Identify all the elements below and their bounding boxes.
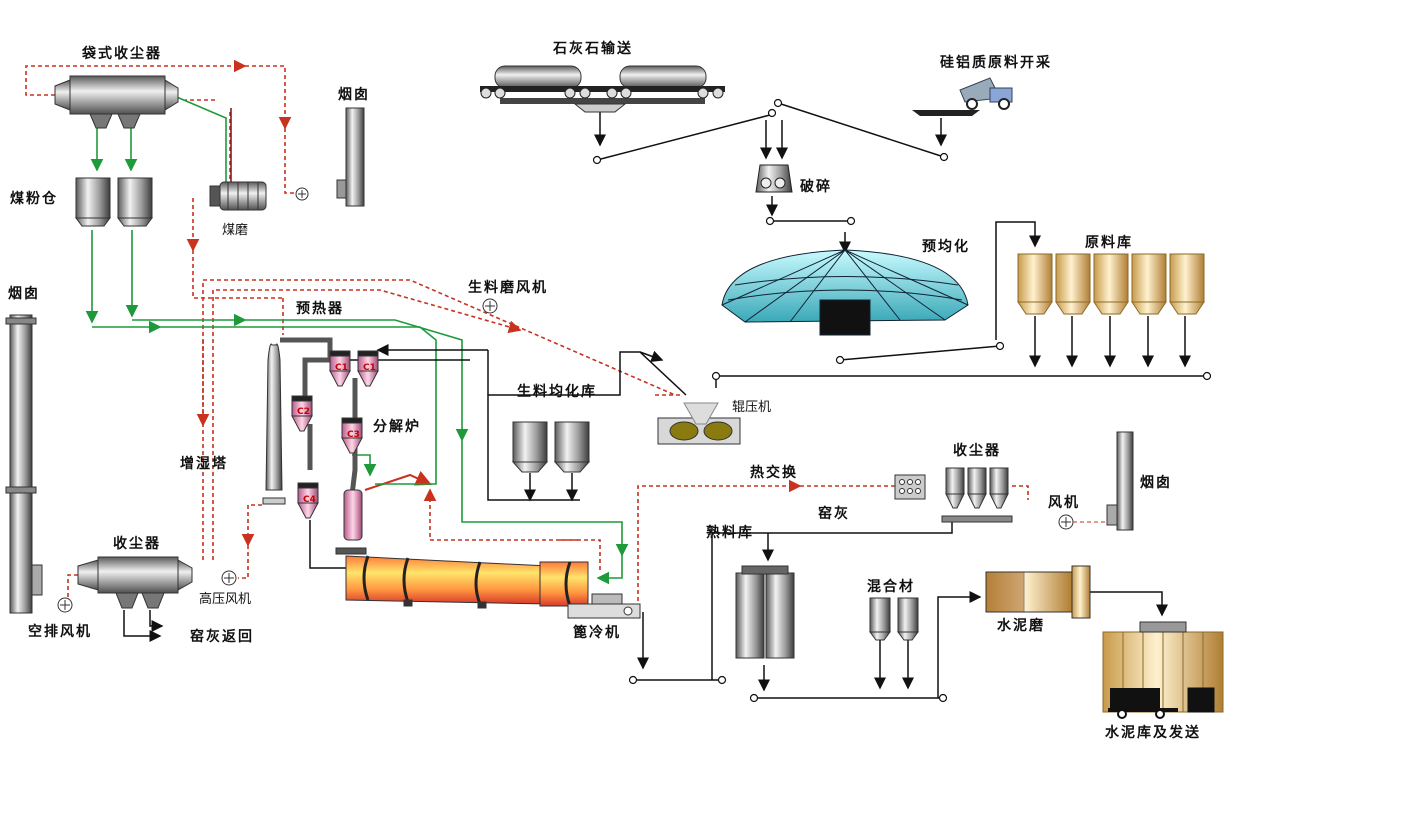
humidifier-tower bbox=[262, 343, 286, 505]
label-raw-mill-fan: 生料磨风机 bbox=[468, 280, 548, 296]
fan-icon-exhaust bbox=[57, 597, 73, 613]
gas-flow-lines bbox=[25, 59, 1029, 608]
label-cooler: 篦冷机 bbox=[573, 625, 621, 641]
roller-press bbox=[657, 402, 741, 445]
cyclone-tag-c3: C3 bbox=[347, 430, 360, 440]
label-high-pressure-fan: 高压风机 bbox=[199, 592, 252, 607]
crusher bbox=[755, 164, 793, 193]
label-heat-exchange: 热交换 bbox=[750, 465, 798, 481]
fan-icon-coal bbox=[295, 187, 309, 201]
cement-truck-icon bbox=[1108, 688, 1178, 719]
dump-truck-icon bbox=[912, 77, 1013, 116]
raw-material-silos bbox=[1017, 253, 1205, 315]
label-kiln-ash: 窑灰 bbox=[818, 506, 850, 522]
chimney-2 bbox=[5, 314, 43, 614]
label-chimney-2: 烟囱 bbox=[8, 286, 40, 302]
conveyor-rollers bbox=[592, 98, 1212, 703]
label-clinker-store: 熟料库 bbox=[706, 525, 754, 541]
label-crushing: 破碎 bbox=[800, 179, 832, 195]
label-calciner: 分解炉 bbox=[373, 419, 421, 435]
fan-icon-high-pressure bbox=[221, 570, 237, 586]
label-silica-alumina-mining: 硅铝质原料开采 bbox=[940, 55, 1052, 71]
label-admixture: 混合材 bbox=[867, 579, 915, 595]
label-coal-mill: 煤磨 bbox=[222, 223, 249, 238]
cyclone-tag-c4: C4 bbox=[303, 495, 316, 505]
cyclone-tag-c2: C2 bbox=[297, 407, 310, 417]
label-preheater: 预热器 bbox=[296, 301, 344, 317]
cyclone-tag-c1a: C1 bbox=[335, 363, 348, 373]
fan-icon-raw-mill bbox=[482, 298, 498, 314]
material-flow-lines bbox=[123, 102, 1207, 699]
fan-icon-right bbox=[1058, 514, 1074, 530]
label-dust-collector-1: 收尘器 bbox=[113, 536, 161, 552]
rotary-kiln bbox=[345, 555, 589, 609]
label-chimney-1: 烟囱 bbox=[338, 87, 370, 103]
label-exhaust-fan: 空排风机 bbox=[28, 624, 92, 640]
label-pre-homogenization: 预均化 bbox=[922, 239, 970, 255]
pre-homogenization-dome bbox=[721, 249, 969, 336]
calciner bbox=[335, 489, 367, 555]
label-raw-material-store: 原料库 bbox=[1085, 235, 1133, 251]
clinker-silo bbox=[735, 565, 795, 659]
chimney-1 bbox=[336, 107, 365, 207]
cement-mill bbox=[985, 565, 1091, 619]
limestone-rail-cars bbox=[480, 65, 725, 113]
chimney-3 bbox=[1106, 431, 1134, 531]
coal-powder-bins bbox=[75, 177, 153, 227]
label-bag-dust-collector: 袋式收尘器 bbox=[82, 46, 162, 62]
label-kiln-ash-return: 窑灰返回 bbox=[190, 629, 254, 645]
coal-flow-lines bbox=[85, 94, 629, 585]
label-roller-press: 辊压机 bbox=[732, 400, 772, 415]
dust-collector-2 bbox=[941, 467, 1013, 523]
label-dust-collector-2: 收尘器 bbox=[953, 443, 1001, 459]
label-fan: 风机 bbox=[1048, 495, 1080, 511]
dust-collector-1 bbox=[77, 556, 193, 609]
raw-meal-silos bbox=[511, 421, 591, 473]
cyclone-stages bbox=[291, 350, 379, 519]
cyclone-tag-c1b: C1 bbox=[363, 363, 376, 373]
admixture-silos bbox=[869, 597, 919, 641]
label-cement-store-dispatch: 水泥库及发送 bbox=[1105, 725, 1201, 741]
grate-cooler bbox=[567, 593, 641, 619]
label-coal-bin: 煤粉仓 bbox=[10, 191, 58, 207]
coal-mill bbox=[209, 181, 267, 211]
label-chimney-3: 烟囱 bbox=[1140, 475, 1172, 491]
heat-exchanger bbox=[894, 474, 926, 500]
label-limestone-transport: 石灰石输送 bbox=[553, 41, 633, 57]
bag-dust-collector bbox=[54, 75, 179, 129]
label-humidifier-tower: 增湿塔 bbox=[180, 456, 228, 472]
hot-air-to-calciner bbox=[364, 470, 432, 491]
label-raw-meal-silo: 生料均化库 bbox=[517, 384, 597, 400]
label-cement-mill: 水泥磨 bbox=[997, 618, 1045, 634]
